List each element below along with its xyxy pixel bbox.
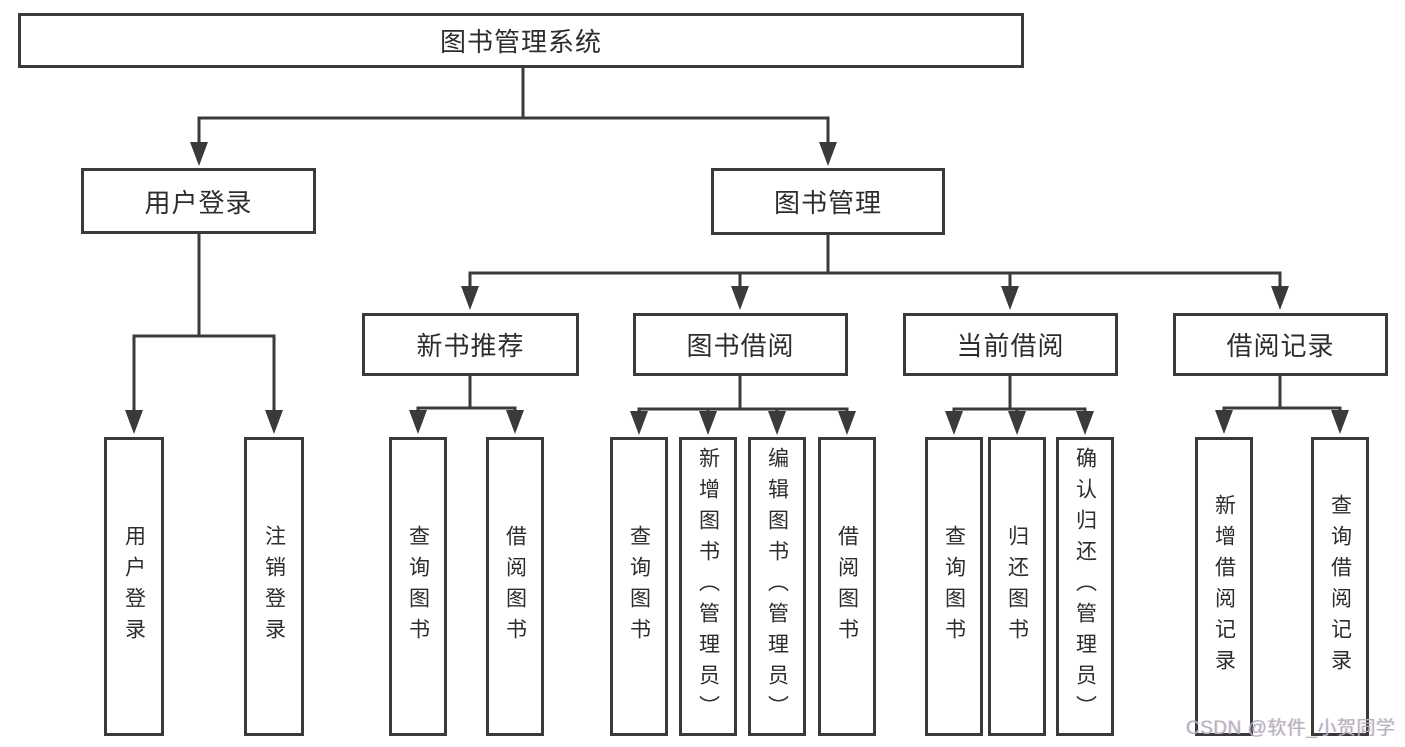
leaf-recommend-query-books: 查询图书 xyxy=(389,437,447,736)
connector-borrowing-records-children xyxy=(1215,376,1349,434)
node-label: 编辑图书（管理员） xyxy=(765,447,789,726)
node-label: 查询图书 xyxy=(406,524,430,649)
leaf-recommend-borrow-books: 借阅图书 xyxy=(486,437,544,736)
node-label: 归还图书 xyxy=(1005,524,1029,649)
node-library-management-system: 图书管理系统 xyxy=(18,13,1024,68)
connector-book-borrowing-children xyxy=(630,376,856,435)
node-label: 图书借阅 xyxy=(686,331,795,361)
node-label: 查询图书 xyxy=(627,524,651,649)
node-current-borrowing: 当前借阅 xyxy=(903,313,1118,376)
node-label: 用户登录 xyxy=(122,524,146,649)
node-label: 借阅记录 xyxy=(1226,331,1335,361)
csdn-watermark: CSDN @软件_小贺同学 xyxy=(1186,718,1396,739)
leaf-current-return-books: 归还图书 xyxy=(988,437,1046,736)
leaf-borrowing-add-books-admin: 新增图书（管理员） xyxy=(679,437,737,736)
node-label: 借阅图书 xyxy=(503,524,527,649)
connector-user-login-children xyxy=(125,233,283,434)
node-book-management: 图书管理 xyxy=(711,168,945,235)
connector-new-book-recommendation-children xyxy=(409,376,524,434)
node-label: 确认归还（管理员） xyxy=(1073,447,1097,726)
node-label: 查询图书 xyxy=(942,524,966,649)
leaf-current-confirm-return-admin: 确认归还（管理员） xyxy=(1056,437,1114,736)
node-book-borrowing: 图书借阅 xyxy=(633,313,848,376)
node-new-book-recommendation: 新书推荐 xyxy=(362,313,579,376)
leaf-current-query-books: 查询图书 xyxy=(925,437,983,736)
node-user-login: 用户登录 xyxy=(81,168,316,234)
node-label: 图书管理 xyxy=(773,188,882,218)
node-label: 用户登录 xyxy=(144,187,253,218)
leaf-borrowing-query-books: 查询图书 xyxy=(610,437,668,736)
node-label: 查询借阅记录 xyxy=(1328,493,1352,680)
node-label: 当前借阅 xyxy=(956,331,1065,361)
leaf-borrowing-borrow-books: 借阅图书 xyxy=(818,437,876,736)
node-label: 注销登录 xyxy=(262,524,286,649)
node-label: 新书推荐 xyxy=(416,331,525,361)
leaf-logout: 注销登录 xyxy=(244,437,304,736)
leaf-user-login: 用户登录 xyxy=(104,437,164,736)
node-label: 借阅图书 xyxy=(835,524,859,649)
connector-book-management-children xyxy=(461,235,1289,310)
leaf-records-add-record: 新增借阅记录 xyxy=(1195,437,1253,736)
node-label: 图书管理系统 xyxy=(439,27,602,57)
node-label: 新增借阅记录 xyxy=(1212,493,1236,680)
leaf-borrowing-edit-books-admin: 编辑图书（管理员） xyxy=(748,437,806,736)
node-borrowing-records: 借阅记录 xyxy=(1173,313,1388,376)
connector-current-borrowing-children xyxy=(945,376,1094,435)
connector-root-to-level2 xyxy=(190,68,837,166)
node-label: 新增图书（管理员） xyxy=(696,447,720,726)
leaf-records-query-record: 查询借阅记录 xyxy=(1311,437,1369,736)
